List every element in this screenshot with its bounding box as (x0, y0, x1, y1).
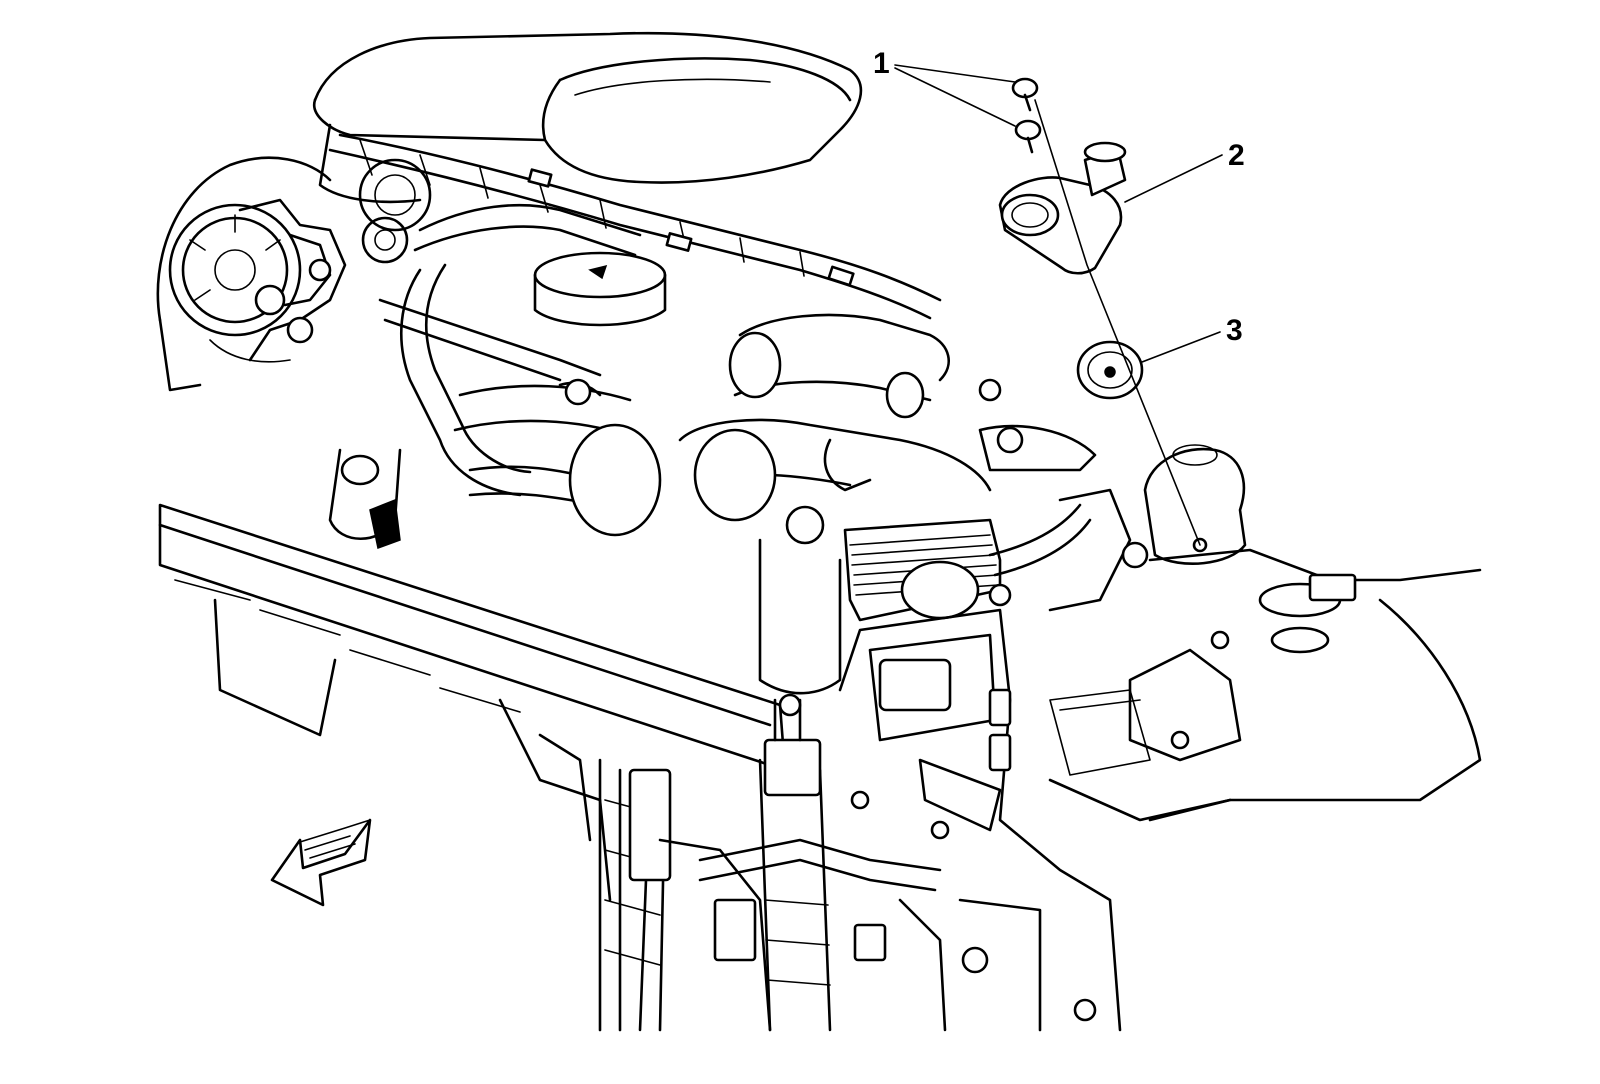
callout-1-leader-upper (894, 64, 1016, 83)
radiator-lower (598, 693, 942, 1032)
callout-3-number: 3 (1226, 314, 1243, 347)
callout-1-leader-lower (894, 67, 1016, 127)
callout-2: 2 (1124, 139, 1245, 203)
callout-3-leader (1141, 331, 1221, 363)
oil-cooler (758, 488, 1149, 695)
strut-tower (1048, 548, 1482, 822)
callout-3: 3 (1141, 314, 1243, 363)
callout-2-leader (1124, 154, 1223, 203)
assembly-axis-line (1034, 99, 1201, 546)
bolt-lower (1014, 119, 1042, 154)
thermostat (1076, 340, 1144, 400)
callouts: 1 2 3 (873, 47, 1245, 363)
callout-2-number: 2 (1228, 139, 1245, 172)
front-direction-arrow-icon (270, 818, 372, 907)
callout-1-number: 1 (873, 47, 890, 80)
water-outlet-seat (1143, 444, 1247, 565)
fender-structure (838, 608, 1122, 1032)
accessory-drive (156, 156, 432, 392)
upper-hoses (378, 203, 667, 537)
thermostat-housing (998, 141, 1127, 275)
crossover-pipe (678, 313, 1097, 522)
intake-rail (328, 133, 942, 320)
callout-1: 1 (873, 47, 1016, 127)
radiator-support (158, 448, 787, 902)
engine-cover (312, 31, 863, 204)
exploded-parts (998, 77, 1201, 546)
bolt-upper (1011, 77, 1039, 112)
